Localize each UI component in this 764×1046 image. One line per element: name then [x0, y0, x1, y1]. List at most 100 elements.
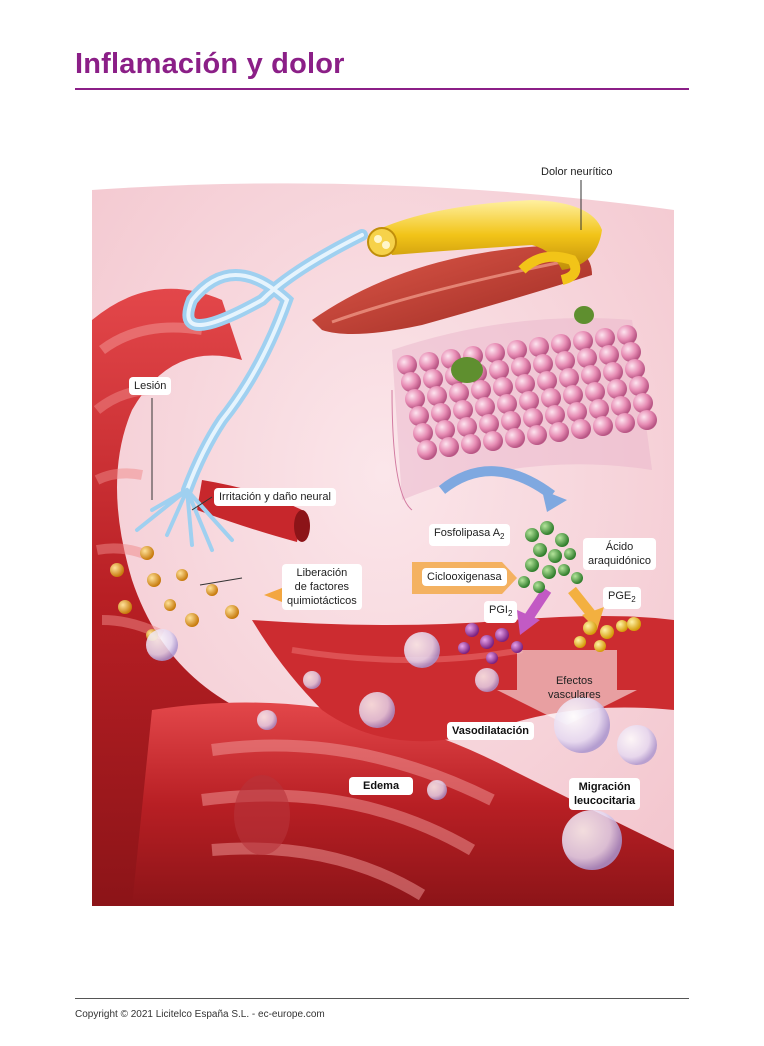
label-liberacion: Liberación de factores quimiotácticos [282, 564, 362, 610]
acido-line-2: araquidónico [588, 555, 651, 567]
liberacion-line-1: Liberación [296, 567, 348, 579]
label-lesion: Lesión [129, 377, 172, 395]
chemotactic-factors [110, 546, 239, 641]
membrane-bead [611, 396, 631, 416]
membrane-bead [413, 423, 433, 443]
membrane-bead [489, 360, 509, 380]
pgi-text: PGI [489, 604, 508, 616]
membrane-bead [435, 420, 455, 440]
membrane-bead [515, 374, 535, 394]
membrane-bead [595, 328, 615, 348]
membrane-bead [401, 372, 421, 392]
membrane-bead [551, 334, 571, 354]
migracion-line-1: Migración [578, 781, 631, 793]
membrane-bead [629, 376, 649, 396]
membrane-bead [593, 416, 613, 436]
membrane-bead [607, 379, 627, 399]
pgi-arrow-head [517, 610, 540, 635]
label-pgi2: PGI2 [484, 601, 518, 624]
arrow-head-blue [542, 490, 567, 512]
pge-subscript: 2 [631, 595, 636, 605]
membrane-bead [599, 345, 619, 365]
membrane-bead [581, 365, 601, 385]
pge-text: PGE [608, 590, 632, 602]
membrane-bead [493, 377, 513, 397]
membrane-bead [567, 402, 587, 422]
pge-arrow-head [582, 607, 604, 630]
membrane-bead [427, 386, 447, 406]
membrane-bead [589, 399, 609, 419]
membrane-bead [523, 408, 543, 428]
membrane-bead [485, 343, 505, 363]
membrane-bead [471, 380, 491, 400]
membrane-bead [573, 331, 593, 351]
liberacion-line-3: quimiotácticos [287, 595, 357, 607]
label-ciclooxigenasa: Ciclooxigenasa [422, 568, 507, 586]
membrane-bead [555, 351, 575, 371]
label-irritacion: Irritación y daño neural [214, 488, 336, 506]
label-efectos-vasculares: Efectos vasculares [548, 674, 601, 702]
membrane-bead [519, 391, 539, 411]
membrane-bead [497, 394, 517, 414]
quimiotacticos-arrow [264, 588, 282, 602]
membrane-bead [397, 355, 417, 375]
arachidonic-acid-molecules [518, 521, 583, 593]
migracion-line-2: leucocitaria [574, 795, 636, 807]
membrane-bead [457, 417, 477, 437]
pge-molecules [574, 617, 641, 652]
membrane-bead [563, 385, 583, 405]
fosfolipasa-text: Fosfolipasa A [434, 527, 501, 539]
membrane-bead [453, 400, 473, 420]
membrane-bead [475, 397, 495, 417]
membrane-bead [439, 437, 459, 457]
label-edema: Edema [349, 777, 414, 795]
efectos-line-2: vasculares [548, 689, 601, 701]
blood-vessel-bottom [132, 702, 674, 906]
membrane-bead [511, 357, 531, 377]
membrane-bead [507, 340, 527, 360]
membrane-bead [571, 419, 591, 439]
pge-arrow [568, 586, 596, 619]
efectos-line-1: Efectos [555, 675, 593, 687]
membrane-bead [449, 383, 469, 403]
membrane-bead [409, 406, 429, 426]
pgi-arrow [522, 587, 552, 623]
membrane-bead [559, 368, 579, 388]
membrane-bead [625, 359, 645, 379]
membrane-bead [603, 362, 623, 382]
membrane-to-acid-arrow [438, 466, 555, 500]
membrane-bead [405, 389, 425, 409]
leukocytes [146, 629, 657, 870]
leader-lines [151, 180, 582, 586]
fosfolipasa-subscript: 2 [500, 532, 505, 542]
membrane-bead [545, 405, 565, 425]
label-migracion-leucocitaria: Migración leucocitaria [569, 778, 641, 810]
membrane-bead [501, 411, 521, 431]
membrane-bead [621, 342, 641, 362]
membrane-bead [505, 428, 525, 448]
membrane-bead [617, 325, 637, 345]
membrane-bead [431, 403, 451, 423]
membrane-bead [637, 410, 657, 430]
footer-divider [75, 998, 689, 999]
label-acido-araquidonico: Ácido araquidónico [583, 538, 656, 570]
membrane-bead [419, 352, 439, 372]
membrane-bead [633, 393, 653, 413]
membrane-bead [541, 388, 561, 408]
cell-membrane [391, 306, 657, 511]
acido-line-1: Ácido [605, 541, 634, 553]
neuron [135, 229, 368, 552]
label-vasodilatacion: Vasodilatación [447, 722, 535, 740]
label-dolor-neuritico: Dolor neurítico [541, 166, 613, 178]
label-fosfolipasa: Fosfolipasa A2 [429, 524, 510, 547]
liberacion-line-2: de factores [294, 581, 350, 593]
membrane-bead [479, 414, 499, 434]
membrane-bead [577, 348, 597, 368]
membrane-bead [423, 369, 443, 389]
membrane-bead [585, 382, 605, 402]
membrane-bead [615, 413, 635, 433]
membrane-bead [417, 440, 437, 460]
title-divider [75, 88, 689, 90]
nerve-fiber [367, 200, 602, 285]
membrane-bead [549, 422, 569, 442]
